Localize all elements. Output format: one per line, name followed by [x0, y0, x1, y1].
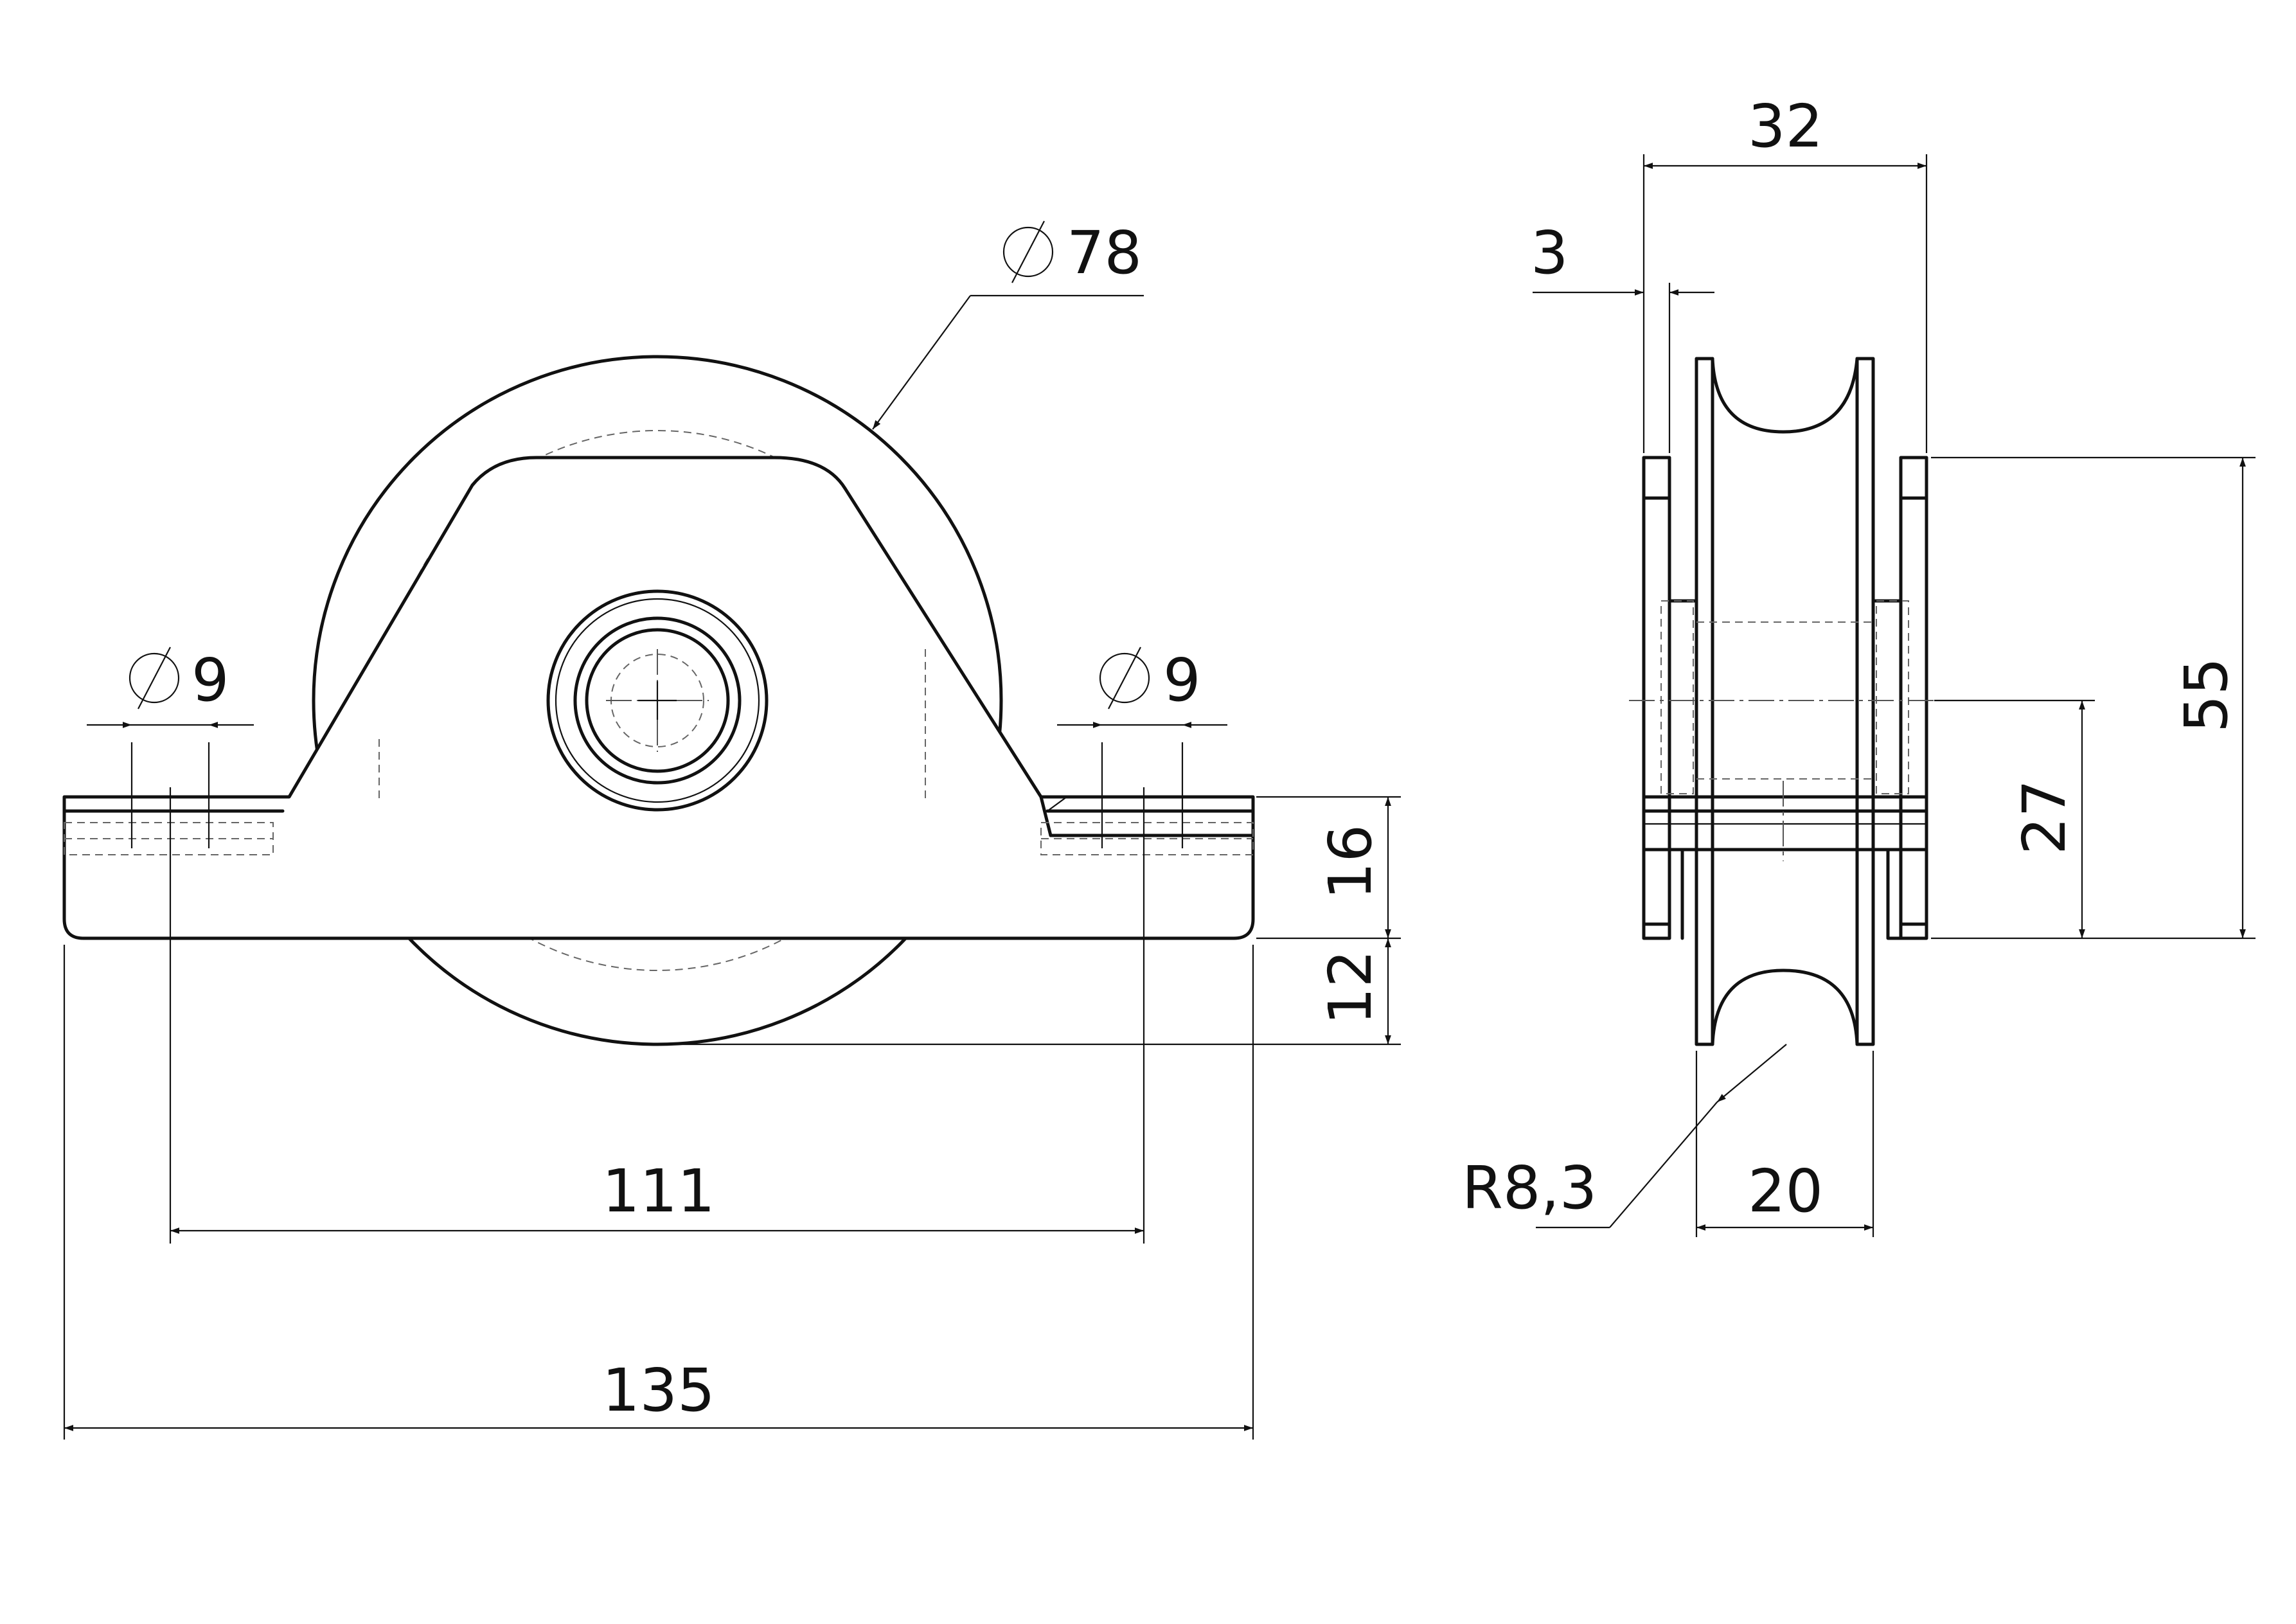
side-dimensions: 32 3 55 27 20 R8,3 [1462, 92, 2256, 1237]
dim-groove-radius: R8,3 [1462, 1154, 1597, 1222]
side-view [1629, 357, 1934, 1046]
dim-diameter-78: 78 [1067, 219, 1142, 287]
dim-wheel-width-20: 20 [1748, 1157, 1823, 1226]
front-view [62, 355, 1255, 1046]
dim-base-height-16: 16 [1316, 825, 1385, 900]
dim-height-55: 55 [2172, 657, 2241, 733]
bearing-outer [546, 589, 769, 812]
base-section [1642, 795, 1928, 940]
left-plate [1642, 456, 1671, 940]
dim-plate-thickness-3: 3 [1531, 219, 1569, 287]
dim-hole-right-9: 9 [1163, 646, 1201, 715]
diameter-symbol-left [129, 647, 180, 709]
dim-hole-left-9: 9 [191, 646, 229, 715]
dim-overall-width-32: 32 [1748, 92, 1823, 161]
dim-wheel-below-12: 12 [1316, 950, 1385, 1025]
right-slot-hidden [1040, 822, 1254, 855]
dim-hole-spacing-111: 111 [602, 1157, 715, 1226]
right-plate [1899, 456, 1928, 940]
dim-overall-length-135: 135 [602, 1356, 715, 1425]
diameter-symbol-78 [1002, 220, 1054, 283]
dim-axle-height-27: 27 [2010, 780, 2079, 855]
diameter-symbol-right [1099, 647, 1150, 709]
bracket-body [62, 456, 1255, 940]
front-dimensions: 78 9 9 111 135 16 [63, 219, 1401, 1440]
wheel-side-outline [1695, 357, 1875, 1046]
